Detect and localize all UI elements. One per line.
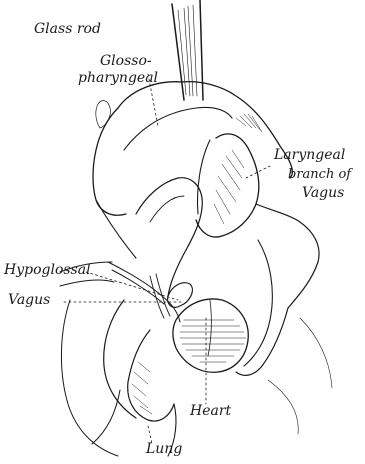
label-glass-rod: Glass rod <box>34 22 101 36</box>
label-heart: Heart <box>190 404 231 418</box>
central-fold <box>136 178 202 308</box>
glass-rod <box>172 0 203 100</box>
upper-tissue-mass <box>93 82 292 258</box>
label-glossopharyngeal-line2: pharyngeal <box>78 71 158 85</box>
label-laryngeal-line3: Vagus <box>302 186 344 200</box>
lung-drawing <box>61 300 176 456</box>
label-glossopharyngeal-line1: Glosso- <box>100 54 152 68</box>
label-lung: Lung <box>146 442 182 456</box>
label-hypoglossal: Hypoglossal <box>4 263 91 277</box>
label-vagus: Vagus <box>8 293 50 307</box>
leader-lines <box>64 74 270 444</box>
heart-drawing <box>173 299 248 372</box>
label-laryngeal-line1: Laryngeal <box>274 148 345 162</box>
label-laryngeal-line2: branch of <box>288 168 351 181</box>
